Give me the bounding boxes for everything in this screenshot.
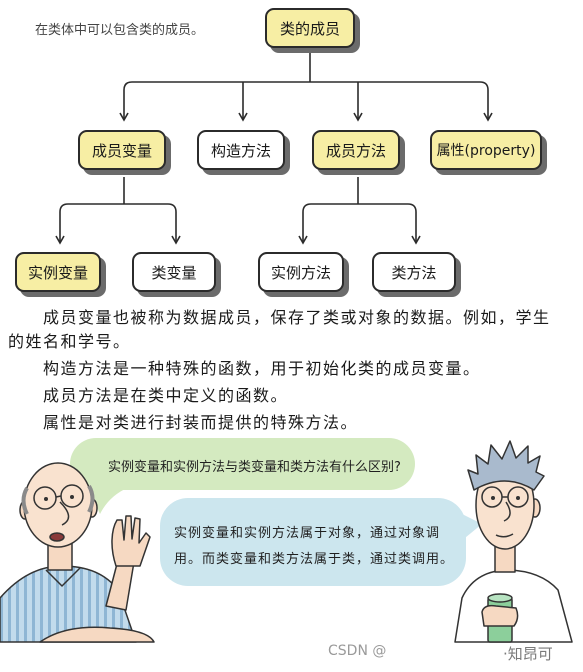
left-character-raised-hand (111, 515, 151, 567)
tree-node-class-variables: 类变量 (132, 252, 216, 292)
arrow-to-property (479, 81, 493, 122)
watermark-author: ·知昂可 (503, 645, 553, 663)
right-character-shirt (454, 569, 573, 643)
left-character-mouth (49, 532, 65, 542)
right-character-eye-left (491, 496, 495, 500)
tree-node-property: 属性(property) (430, 130, 542, 170)
left-character-collar (45, 567, 81, 587)
answer-bubble-text-line: 用。而类变量和类方法属于类，通过类调用。 (174, 552, 455, 567)
right-character-eye-right (516, 496, 520, 500)
right-character-hair (467, 440, 545, 491)
arrow-to-instance-variables (55, 203, 69, 245)
left-character-resting-arm (39, 626, 155, 643)
tree-node-instance-variables: 实例变量 (15, 252, 101, 292)
question-bubble (70, 438, 415, 514)
tree-node-instance-methods: 实例方法 (258, 252, 344, 292)
question-bubble-body (70, 438, 415, 490)
left-character (0, 462, 155, 643)
left-character-nose (59, 501, 70, 526)
left-character-eye-left (44, 497, 48, 501)
left-character-glasses-left (33, 486, 57, 510)
question-bubble-text: 实例变量和实例方法与类变量和类方法有什么区别? (108, 460, 401, 475)
arrow-to-class-methods (407, 203, 421, 245)
right-character (454, 440, 573, 643)
answer-bubble-body (160, 498, 466, 586)
diagram-caption: 在类体中可以包含类的成员。 (35, 23, 205, 38)
right-character-cup-rim (487, 593, 513, 603)
tree-node-member-methods: 成员方法 (312, 130, 400, 170)
left-character-glasses-bridge (55, 495, 62, 498)
tree-node-class-methods: 类方法 (372, 252, 456, 292)
arrow-to-class-variables (167, 203, 181, 245)
paragraph-property: 属性是对类进行封装而提供的特殊方法。 (43, 413, 359, 432)
answer-bubble (160, 498, 482, 586)
paragraph-member-methods: 成员方法是在类中定义的函数。 (43, 386, 289, 405)
tree-node-class-members: 类的成员 (265, 8, 355, 48)
paragraph-member-variables: 成员变量也被称为数据成员，保存了类或对象的数据。例如，学生的姓名和学号。 (8, 308, 551, 351)
right-character-mouth (495, 533, 514, 538)
tree-node-constructor: 构造方法 (197, 130, 285, 170)
paragraph-constructor: 构造方法是一种特殊的函数，用于初始化类的成员变量。 (43, 359, 481, 378)
explanation-text: 成员变量也被称为数据成员，保存了类或对象的数据。例如，学生的姓名和学号。 构造方… (8, 306, 556, 438)
right-character-nose (503, 501, 511, 522)
right-character-hand (481, 604, 519, 627)
tree-node-member-variables: 成员变量 (78, 130, 166, 170)
arrow-to-instance-methods (298, 203, 312, 245)
left-character-eye-right (70, 495, 74, 499)
left-character-hair (21, 484, 95, 515)
arrow-to-member-variables (119, 81, 133, 122)
answer-bubble-text-line: 实例变量和实例方法属于对象，通过对象调 (174, 526, 441, 541)
watermark-platform: CSDN @ (328, 643, 387, 659)
